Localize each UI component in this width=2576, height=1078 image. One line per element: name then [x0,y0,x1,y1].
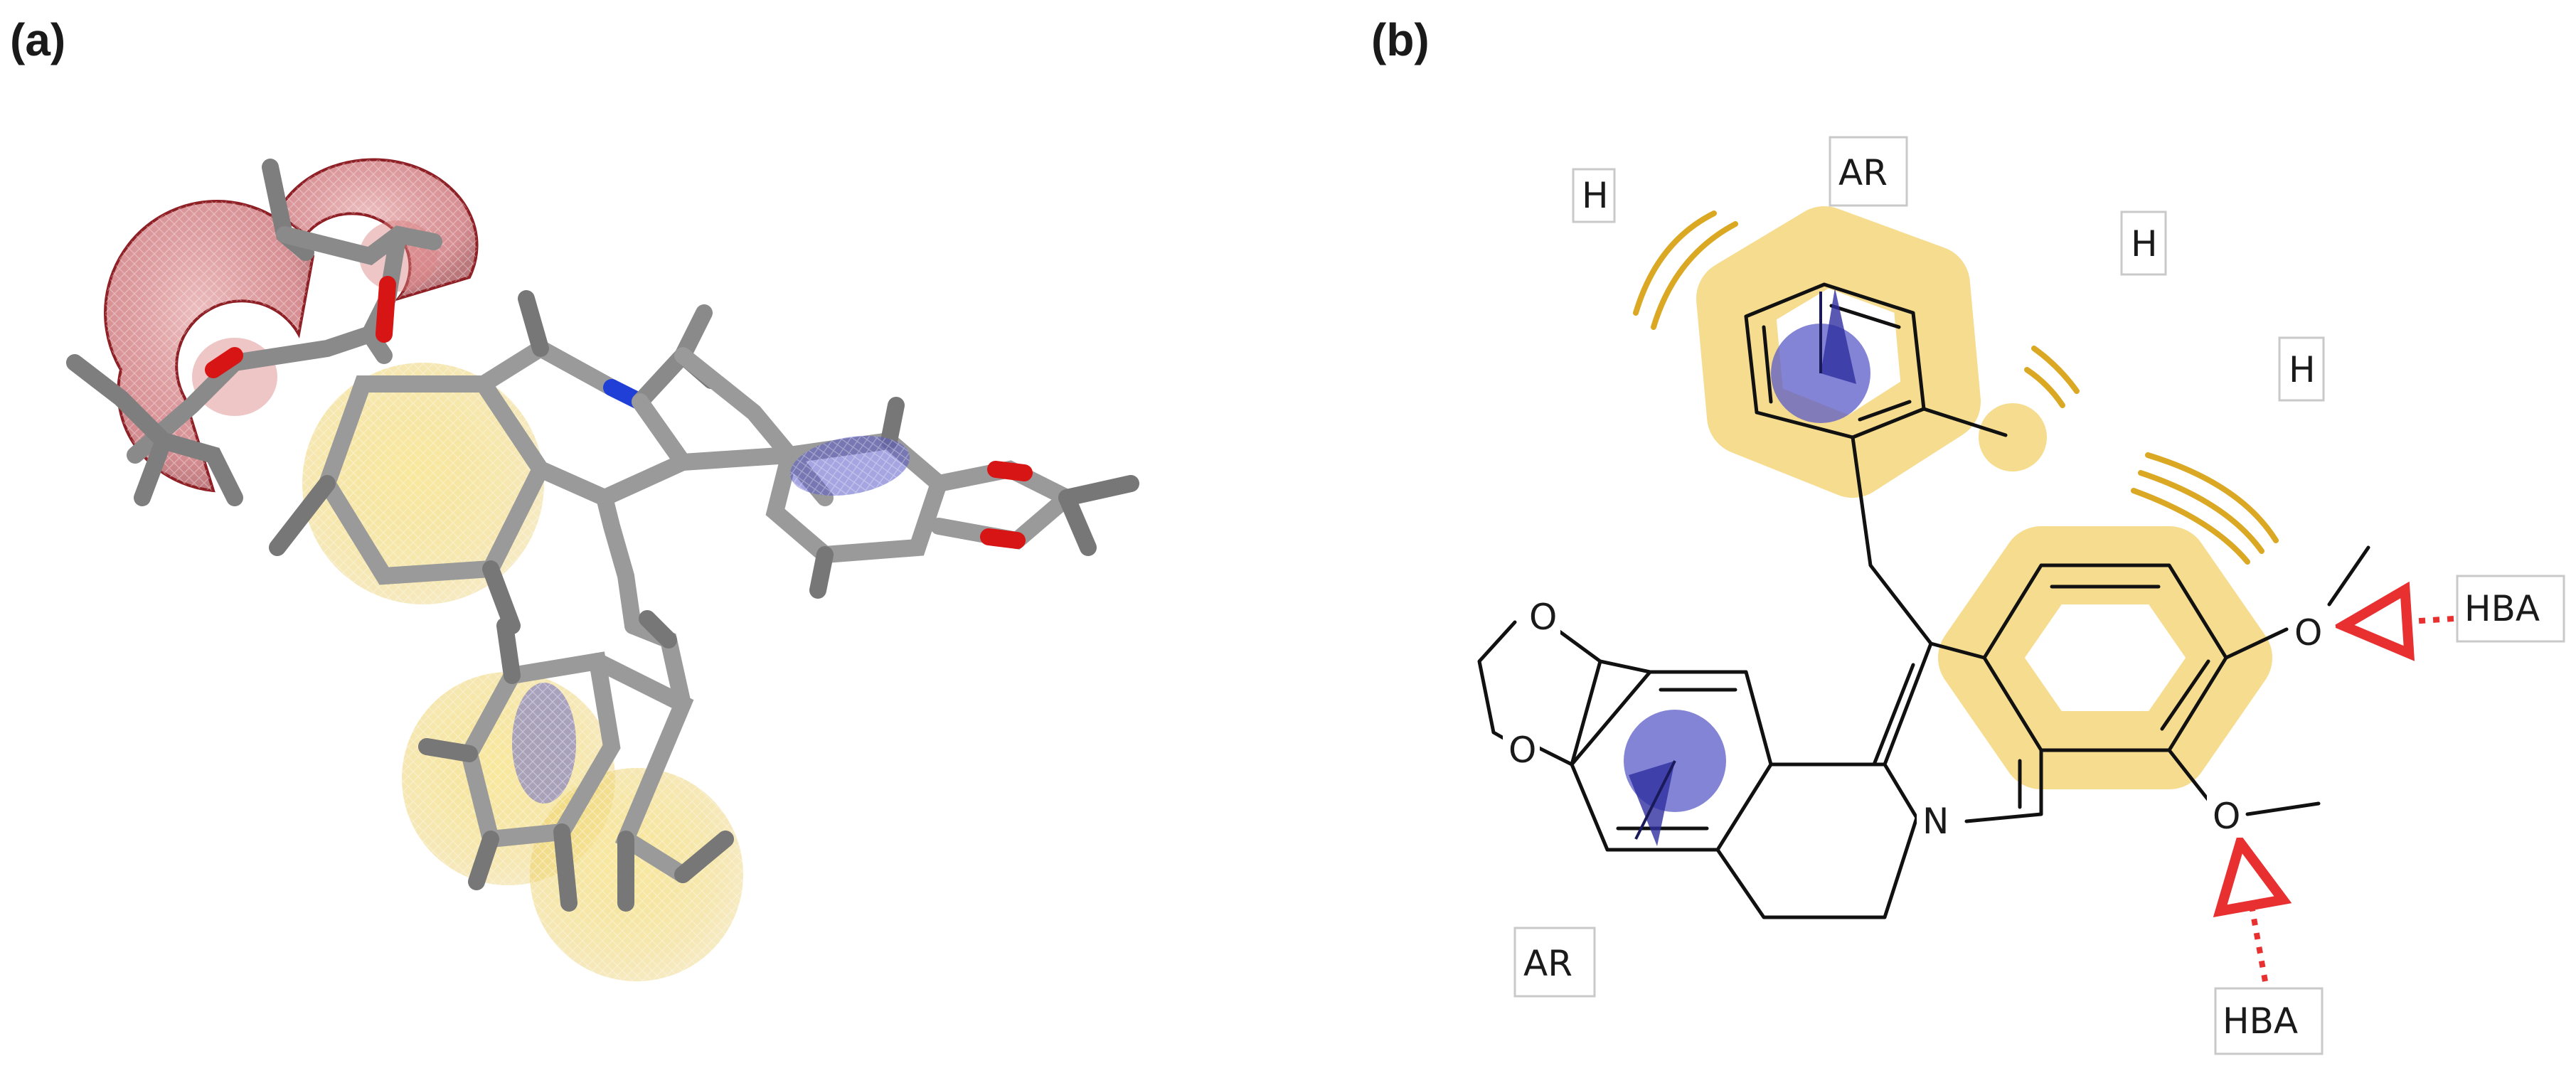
atom-o-methoxy-top: O [2294,612,2322,653]
panel-a-label: (a) [10,14,65,65]
svg-text:H: H [1582,175,1609,216]
acceptor-spheres [104,158,479,493]
svg-text:AR: AR [1838,152,1888,193]
panel-b-2d-diagram: (b) [1371,14,2565,1055]
molecule-sticks [66,159,1139,912]
feature-hba-bottom: HBA [2214,987,2324,1055]
feature-h-top-mid: H [2120,210,2167,276]
atom-labels: O O N O O [1503,596,2326,843]
atom-o-dioxole-bottom: O [1508,730,1536,771]
svg-text:H: H [2289,349,2316,390]
feature-labels: H AR H H HBA HBA [1513,136,2565,1055]
feature-ar-top: AR [1829,136,1908,207]
aromatic-discs-2d [1624,288,1870,846]
svg-text:AR: AR [1523,943,1572,984]
feature-hba-right: HBA [2456,575,2565,643]
svg-text:H: H [2131,223,2158,265]
feature-h-right: H [2278,336,2325,402]
feature-h-top-left: H [1572,168,1616,223]
svg-text:HBA: HBA [2223,1000,2298,1042]
molecule-2d-bonds [1477,282,2370,919]
atom-o-methoxy-bottom: O [2213,796,2240,837]
atom-n-ring: N [1922,801,1949,842]
panel-a-3d-model: (a) [10,14,1139,981]
aromatic-discs-3d [512,435,910,804]
svg-text:HBA: HBA [2464,588,2540,629]
feature-ar-bottom-left: AR [1513,927,1596,998]
acceptor-arrows [2240,619,2454,982]
atom-o-dioxole-top: O [1529,597,1557,638]
hydrophobe-arcs [1633,210,2279,565]
panel-b-label: (b) [1371,14,1430,65]
